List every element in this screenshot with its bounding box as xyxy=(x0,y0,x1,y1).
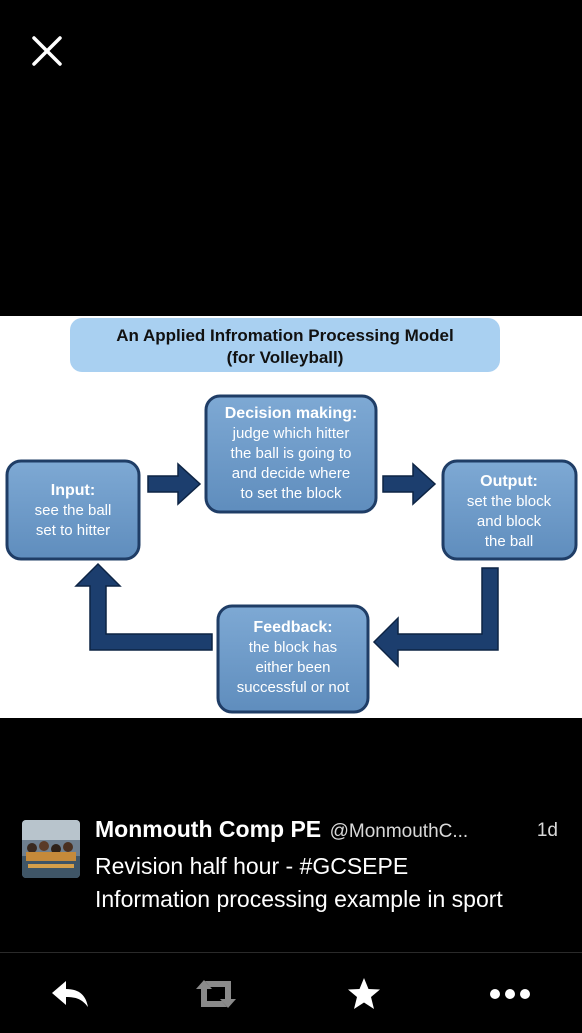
star-icon xyxy=(348,978,380,1009)
tweet-details[interactable]: Monmouth Comp PE @MonmouthC... 1d Revisi… xyxy=(0,808,582,948)
arrow-feedback-to-input xyxy=(74,562,213,651)
output-line: the ball xyxy=(485,533,533,550)
tweet-text-line: Information processing example in sport xyxy=(95,886,503,912)
diagram-image: An Applied Infromation Processing Model … xyxy=(5,318,578,714)
output-box: Output: set the block and block the ball xyxy=(441,459,578,561)
close-icon xyxy=(32,36,62,66)
reply-button[interactable] xyxy=(48,977,92,1011)
input-line: set to hitter xyxy=(36,522,110,539)
decision-line: and decide where xyxy=(232,465,350,482)
feedback-box: Feedback: the block has either been succ… xyxy=(216,604,370,714)
favorite-button[interactable] xyxy=(342,977,386,1011)
diagram-title-line1: An Applied Infromation Processing Model xyxy=(116,326,454,345)
tweet-action-bar xyxy=(0,952,582,1033)
reply-icon xyxy=(52,981,88,1007)
output-line: set the block xyxy=(467,493,552,510)
diagram-title-banner xyxy=(70,318,500,372)
tweet-text: Revision half hour - #GCSEPE Information… xyxy=(95,850,565,916)
user-handle[interactable]: @MonmouthC... xyxy=(329,821,469,842)
decision-heading: Decision making: xyxy=(225,405,357,422)
input-heading: Input: xyxy=(51,482,95,499)
feedback-line: the block has xyxy=(249,639,337,656)
output-heading: Output: xyxy=(480,473,538,490)
close-button[interactable] xyxy=(30,34,64,68)
avatar-image xyxy=(22,820,80,878)
display-name[interactable]: Monmouth Comp PE xyxy=(95,816,322,842)
more-button[interactable] xyxy=(488,977,532,1011)
feedback-line: either been xyxy=(255,659,330,676)
arrow-output-to-feedback xyxy=(372,567,499,668)
retweet-icon xyxy=(196,980,236,1008)
tweet-header: Monmouth Comp PE @MonmouthC... 1d xyxy=(95,816,558,846)
arrow-decision-to-output xyxy=(382,462,437,506)
diagram-title-line2: (for Volleyball) xyxy=(227,348,344,367)
input-box: Input: see the ball set to hitter xyxy=(5,459,141,561)
avatar[interactable] xyxy=(22,820,80,878)
output-line: and block xyxy=(477,513,542,530)
decision-line: to set the block xyxy=(241,485,342,502)
decision-line: judge which hitter xyxy=(232,425,350,442)
input-line: see the ball xyxy=(35,502,112,519)
tweet-text-line: Revision half hour - #GCSEPE xyxy=(95,853,409,879)
timestamp: 1d xyxy=(536,820,558,841)
arrow-input-to-decision xyxy=(147,462,202,506)
tweet-image[interactable]: An Applied Infromation Processing Model … xyxy=(0,316,582,718)
retweet-button[interactable] xyxy=(194,977,238,1011)
feedback-line: successful or not xyxy=(237,679,350,696)
decision-box: Decision making: judge which hitter the … xyxy=(204,394,378,514)
feedback-heading: Feedback: xyxy=(253,619,332,636)
decision-line: the ball is going to xyxy=(231,445,352,462)
more-icon xyxy=(490,989,530,999)
